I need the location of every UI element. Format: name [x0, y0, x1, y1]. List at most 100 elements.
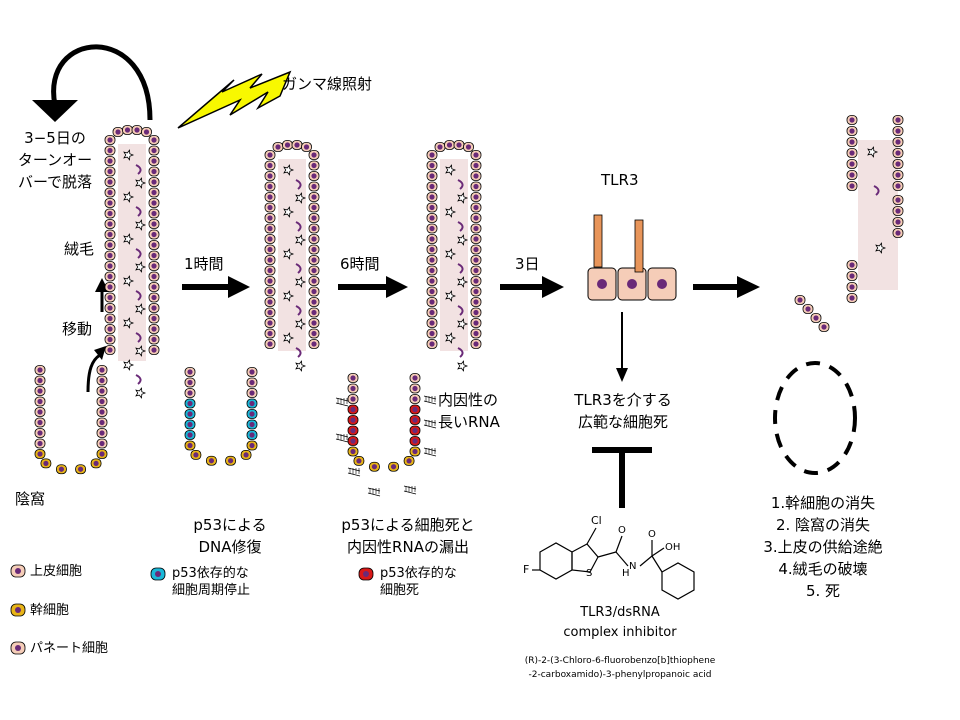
villus-6h-left-cell-nucleus [429, 246, 435, 253]
villus-1h-left-cell [264, 339, 276, 349]
villus-1h-immune-star [295, 234, 307, 246]
villus-control-left-cell-nucleus [107, 231, 113, 238]
rna-ladder [423, 447, 437, 457]
villus-6h-right-cell-nucleus [473, 299, 479, 305]
villus-control-left-cell [104, 156, 116, 166]
crypt-control-base-cell [90, 458, 102, 469]
villus-6h-crescent [457, 347, 464, 358]
villus-1h-immune-star [283, 248, 295, 260]
crypt-1h-base-cell [190, 450, 202, 460]
villus-control-right-cell-nucleus [151, 336, 157, 343]
villus-6h-left-cell-nucleus [429, 225, 435, 232]
crypt-1h-base-cell [246, 440, 258, 451]
outcome-4: 4.絨毛の破壊 [778, 560, 868, 578]
villus-6h-right-cell [470, 276, 482, 286]
crypt-1h-right-cell [246, 367, 258, 377]
villus-1h-immune-star [283, 332, 295, 344]
crypt-1h-base-cell [184, 440, 196, 451]
villus-1h-right-cell-nucleus [311, 194, 317, 200]
degraded-cell [846, 126, 858, 136]
villus-1h-left-cell [264, 223, 276, 234]
villus-control-immune-star [135, 387, 147, 399]
tlr3-receptor [634, 219, 644, 273]
villus-control-right-cell [148, 250, 160, 261]
crypt-1h-left-cell [184, 377, 196, 388]
crypt-6h-right-cell [409, 436, 421, 446]
villus-1h-right-cell [308, 150, 320, 160]
rna-ladder [403, 485, 417, 495]
outcomes-list: 1.幹細胞の消失 2. 陰窩の消失 3.上皮の供給途絶 4.絨毛の破壊 5. 死 [748, 492, 898, 602]
crypt-control-right-cell [96, 396, 108, 407]
villus-control-right-cell [148, 324, 160, 334]
villus-1h-left-cell-nucleus [267, 152, 273, 158]
crypt-6h [347, 373, 421, 472]
villus-1h-right-cell [308, 202, 320, 213]
legend-epithelial: 上皮細胞 [30, 564, 83, 579]
villus-6h-left-cell-nucleus [429, 194, 435, 200]
villus-1h-cap-cell [282, 140, 293, 150]
crypt-1h-right-cell-nucleus [249, 400, 255, 407]
degraded-crescent [873, 185, 880, 196]
villus-6h-cap-cell-nucleus [456, 142, 462, 148]
villus-control-immune-star [135, 219, 147, 231]
degraded-cell-nucleus [849, 117, 855, 123]
legend-swatch-nucleus [155, 571, 161, 577]
villus-6h [426, 140, 482, 372]
legend-swatch-stem [10, 603, 26, 617]
villus-6h-left-cell-nucleus [429, 267, 435, 274]
villus-1h-immune-star [283, 206, 295, 218]
villus-6h-right-cell [470, 202, 482, 213]
villus-6h-left-cell-nucleus [429, 152, 435, 158]
villus-1h-left-cell [264, 318, 276, 328]
atom-f: F [523, 563, 530, 576]
p53-death-label: p53による細胞死と 内因性RNAの漏出 [318, 514, 498, 558]
crypt-control-right-cell [96, 438, 108, 449]
tlr3-death-line-2: 広範な細胞死 [577, 413, 668, 431]
villus-6h-right-cell [470, 255, 482, 265]
degraded-cell-nucleus [797, 297, 803, 303]
degraded-cell [892, 195, 904, 205]
crypt-6h-left-cell [347, 404, 359, 415]
villus-1h-right-cell-nucleus [311, 288, 317, 295]
degraded-cell-nucleus [849, 295, 855, 301]
villus-1h-left-cell-nucleus [267, 204, 273, 211]
villus-control-cap-cell-nucleus [143, 129, 150, 135]
degraded-star [867, 146, 879, 158]
villus-1h-right-cell [308, 213, 320, 223]
degraded-cell-nucleus [895, 208, 901, 214]
villus-control-right-cell-nucleus [151, 137, 157, 143]
atom-o1: O [618, 525, 626, 536]
villus-control-left-cell [104, 292, 116, 303]
villus-1h-left-cell-nucleus [267, 341, 273, 347]
villus-6h-left-cell-nucleus [429, 278, 435, 284]
crypt-1h-base-cell [206, 455, 217, 466]
villus-1h-right-cell-nucleus [311, 173, 317, 179]
villus-6h-right-cell-nucleus [473, 246, 479, 253]
villus-control-right-cell [148, 292, 160, 303]
villus-6h-cap-cell [463, 142, 474, 152]
turnover-arrowhead [32, 100, 78, 122]
crypt-1h-left-cell-nucleus [187, 390, 193, 396]
villus-control-right-cell [148, 313, 160, 324]
crypt-control-right-cell [96, 386, 108, 396]
villus-6h-right-cell [470, 234, 482, 244]
degraded-cell [892, 206, 904, 216]
villus-6h-cap-cell [453, 140, 465, 150]
villus-6h-right-cell-nucleus [473, 341, 479, 347]
crypt-label: 陰窩 [15, 490, 46, 508]
legend-arrest-line-1: p53依存的な [172, 566, 249, 581]
villus-control-right-cell-nucleus [151, 305, 157, 311]
time-3d-label: 3日 [515, 255, 540, 273]
crypt-6h-left-cell [347, 425, 359, 436]
villus-control-cap-cell [141, 127, 152, 137]
crypt-control-left-cell-nucleus [37, 388, 43, 394]
crypt-1h-right-cell [246, 419, 258, 430]
crypt-1h-left-cell-nucleus [187, 369, 193, 375]
villus-control-left-cell-nucleus [107, 294, 113, 301]
villus-control-left-cell [104, 219, 116, 229]
crypt-control-right-cell [96, 428, 108, 438]
turnover-line-2: ターンオー [17, 151, 93, 169]
villus-1h-left-cell [264, 265, 276, 276]
villus-6h-right-cell-nucleus [473, 257, 479, 263]
p53-death-line-2: 内因性RNAの漏出 [347, 538, 469, 556]
